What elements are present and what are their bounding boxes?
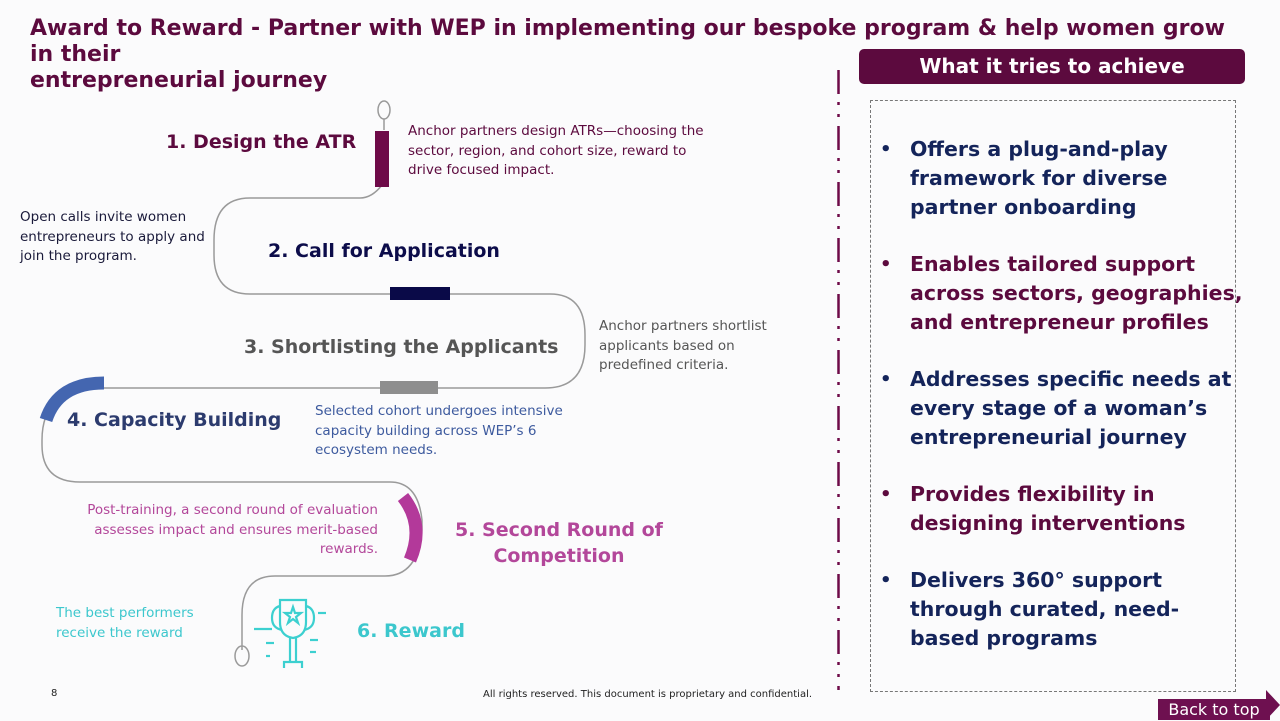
step2-marker <box>390 287 450 300</box>
page-title-line-1: Award to Reward - Partner with WEP in im… <box>30 16 1225 67</box>
step-2-label: 2. Call for Application <box>268 240 500 262</box>
step-5-description-line: rewards. <box>319 541 378 557</box>
objective-line: Enables tailored support <box>910 252 1196 276</box>
step3-marker <box>380 381 438 394</box>
objective-line: partner onboarding <box>910 195 1137 219</box>
step-3-description-line: applicants based on <box>599 337 735 354</box>
step-2-description-line: join the program. <box>20 248 137 264</box>
step-2-description: Open calls invite women entrepreneurs to… <box>20 208 205 267</box>
page-title: Award to Reward - Partner with WEP in im… <box>30 16 1250 94</box>
journey-path <box>39 100 586 668</box>
step-1-description: Anchor partners design ATRs—choosing the… <box>408 122 704 181</box>
step-1-label: 1. Design the ATR <box>166 131 357 153</box>
objective-line: every stage of a woman’s <box>910 396 1208 420</box>
objectives-box <box>870 100 1236 692</box>
step-5-description-line: Post-training, a second round of evaluat… <box>87 502 378 518</box>
path-end-cap <box>234 645 250 667</box>
bullet-icon: • <box>880 570 892 591</box>
step-2-description-line: entrepreneurs to apply and <box>20 228 205 245</box>
page-title-line-2: entrepreneurial journey <box>30 68 328 93</box>
step-1-description-line: Anchor partners design ATRs—choosing the <box>408 123 704 139</box>
step-6-description: The best performers receive the reward <box>56 604 194 643</box>
step-1-description-line: drive focused impact. <box>408 162 555 178</box>
back-to-top-button[interactable]: Back to top <box>1158 699 1270 720</box>
step-5-label-line: 5. Second Round of <box>455 519 663 541</box>
step-5-label: 5. Second Round of Competition <box>455 517 663 569</box>
bullet-icon: • <box>880 484 892 505</box>
objective-line: Offers a plug-and-play <box>910 137 1168 161</box>
objective-line: Addresses specific needs at <box>910 367 1232 391</box>
page-number: 8 <box>51 688 58 699</box>
step-4-description: Selected cohort undergoes intensive capa… <box>315 402 563 461</box>
step-3-label: 3. Shortlisting the Applicants <box>244 336 559 358</box>
step-4-description-line: capacity building across WEP’s 6 <box>315 422 537 439</box>
objective-line: and entrepreneur profiles <box>910 310 1209 334</box>
step-4-label: 4. Capacity Building <box>67 409 282 431</box>
path-upper-curve <box>100 184 586 389</box>
step-6-label: 6. Reward <box>357 620 465 642</box>
step-4-description-line: ecosystem needs. <box>315 442 438 458</box>
section-divider <box>837 70 840 690</box>
step-4-description-line: Selected cohort undergoes intensive <box>315 403 563 419</box>
bullet-icon: • <box>880 254 892 275</box>
objective-line: through curated, need- <box>910 597 1180 621</box>
step-3-description-line: Anchor partners shortlist <box>599 318 767 334</box>
step-1-description-line: sector, region, and cohort size, reward … <box>408 142 687 159</box>
objective-line: based programs <box>910 626 1098 650</box>
bullet-icon: • <box>880 369 892 390</box>
arrow-right-icon[interactable] <box>1266 690 1280 720</box>
step-3-description: Anchor partners shortlist applicants bas… <box>599 317 767 376</box>
objective-line: across sectors, geographies, <box>910 281 1243 305</box>
step-6-description-line: receive the reward <box>56 624 183 641</box>
objective-line: Delivers 360° support <box>910 568 1163 592</box>
bullet-icon: • <box>880 139 892 160</box>
step5-marker <box>397 492 423 563</box>
step1-marker <box>375 131 389 187</box>
step-6-description-line: The best performers <box>56 605 194 621</box>
step4-marker <box>39 376 105 423</box>
confidentiality-notice: All rights reserved. This document is pr… <box>483 689 813 700</box>
step-5-description: Post-training, a second round of evaluat… <box>60 501 378 560</box>
step-5-description-line: assesses impact and ensures merit-based <box>94 521 378 538</box>
objective-line: designing interventions <box>910 511 1186 535</box>
objective-line: entrepreneurial journey <box>910 425 1187 449</box>
step-5-label-line: Competition <box>493 545 625 567</box>
objective-line: Provides flexibility in <box>910 482 1155 506</box>
path-start-cap <box>377 100 391 120</box>
trophy-icon <box>254 598 326 668</box>
objective-line: framework for diverse <box>910 166 1168 190</box>
panel-header: What it tries to achieve <box>859 49 1245 84</box>
path-lower-curve <box>41 387 423 650</box>
step-3-description-line: predefined criteria. <box>599 357 729 373</box>
step-2-description-line: Open calls invite women <box>20 209 187 225</box>
